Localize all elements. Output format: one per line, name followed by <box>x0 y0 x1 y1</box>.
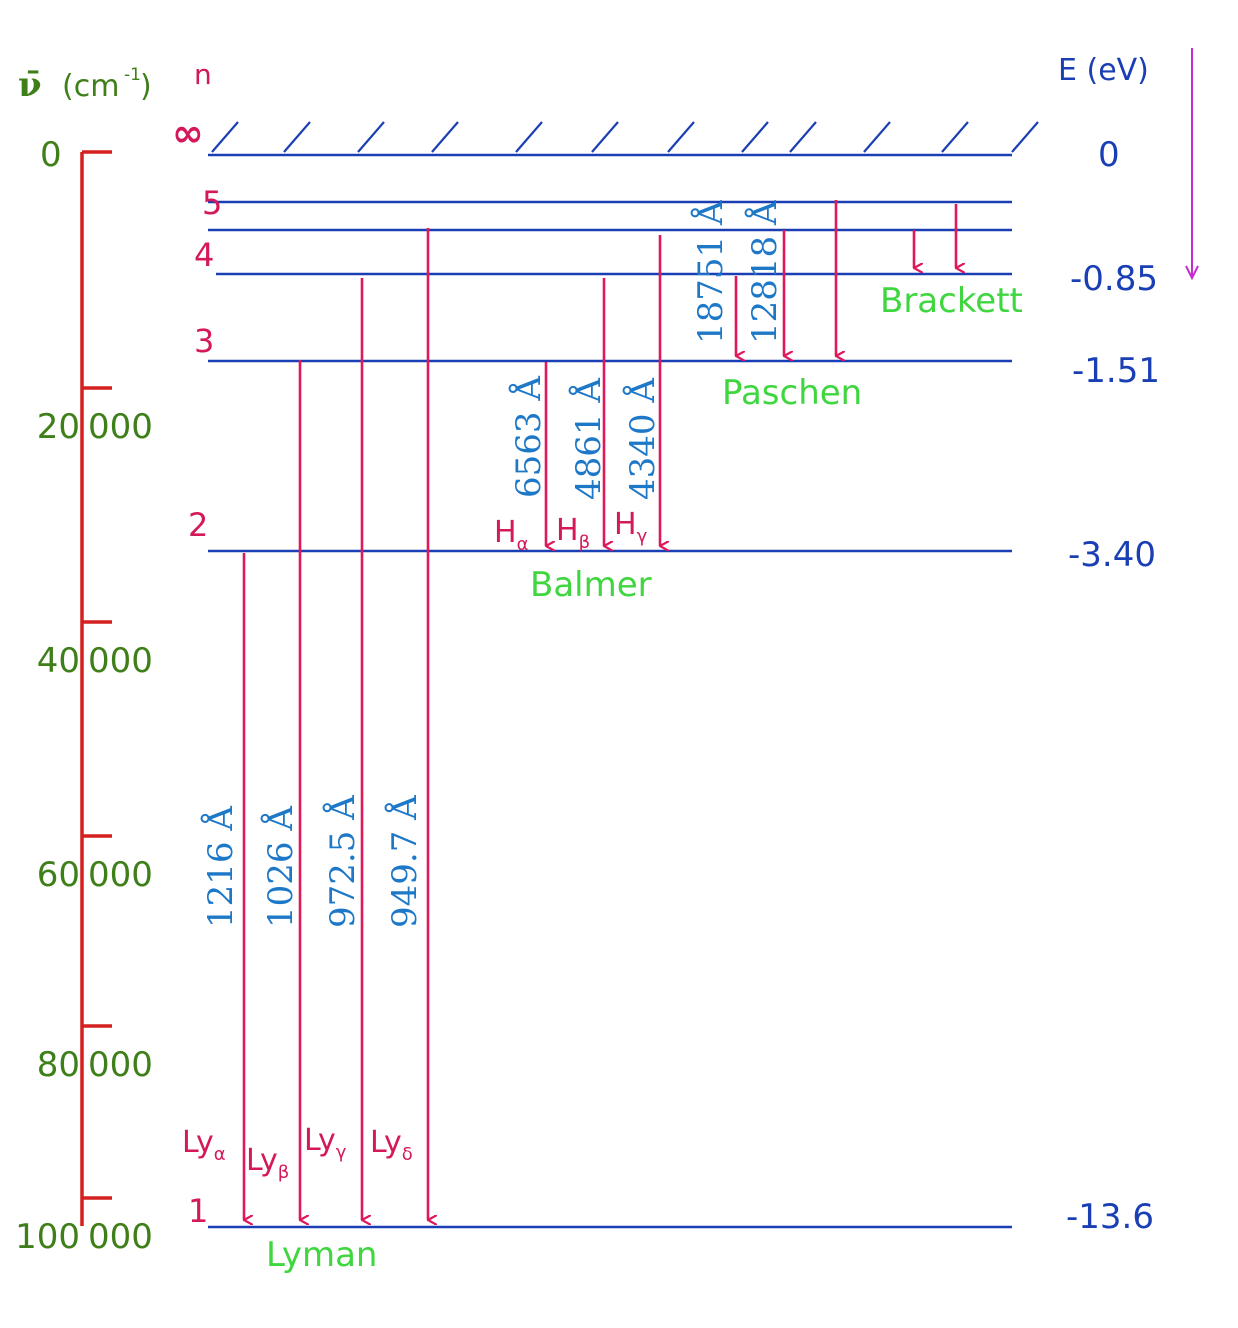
energy-header: E (eV) <box>1058 53 1149 88</box>
hatch-mark <box>357 121 385 153</box>
paschen-wavelength-label: 12818 Å <box>744 200 785 344</box>
lyman-wavelength-label: 949.7 Å <box>384 795 425 928</box>
wavenumber-tick-label: 80 <box>37 1045 80 1085</box>
hatch-mark <box>941 121 969 153</box>
series-lyman-label: Lyman <box>266 1235 377 1275</box>
lyman-line-name: Lyδ <box>370 1125 413 1165</box>
hatch-mark <box>211 121 239 153</box>
quantum-number-label: 3 <box>194 322 214 360</box>
hatch-mark <box>591 121 619 153</box>
wavenumber-tick-label: 000 <box>88 1045 153 1085</box>
quantum-number-label: 2 <box>188 506 208 544</box>
lyman-line-name: Lyα <box>182 1125 226 1165</box>
balmer-line-name: Hγ <box>614 507 648 547</box>
wavenumber-tick-label: 0 <box>40 135 62 175</box>
hatch-mark <box>515 121 543 153</box>
wavenumber-tick-label: 100 <box>15 1217 80 1257</box>
wavenumber-tick-label: 20 <box>37 407 80 447</box>
n-header: n <box>194 58 212 91</box>
energy-value-label: 0 <box>1098 135 1120 175</box>
hatch-mark <box>741 121 769 153</box>
series-balmer-label: Balmer <box>530 565 652 605</box>
wavenumber-header-symbol: ν̄ <box>18 65 42 105</box>
balmer-wavelength-label: 4861 Å <box>568 378 609 500</box>
lyman-wavelength-label: 1216 Å <box>200 806 241 928</box>
wavenumber-tick-label: 000 <box>88 855 153 895</box>
balmer-line-name: Hα <box>494 515 528 555</box>
balmer-wavelength-label: 4340 Å <box>622 378 663 500</box>
quantum-number-label: 1 <box>188 1192 208 1230</box>
wavenumber-header-unit: (cm <box>62 69 119 104</box>
energy-value-label: -3.40 <box>1068 535 1156 575</box>
wavenumber-tick-label: 40 <box>37 641 80 681</box>
balmer-line-name: Hβ <box>556 513 590 553</box>
quantum-number-label: ∞ <box>172 111 204 155</box>
hatch-mark <box>667 121 695 153</box>
lyman-line-name: Lyβ <box>246 1143 289 1183</box>
wavenumber-tick-label: 000 <box>88 641 153 681</box>
energy-value-label: -13.6 <box>1066 1197 1154 1237</box>
wavenumber-header-close: ) <box>140 69 152 104</box>
transitions <box>242 200 956 1220</box>
ionization-hatch <box>211 121 1039 153</box>
energy-direction-arrowhead <box>1185 265 1199 281</box>
lyman-line-name: Lyγ <box>304 1123 347 1163</box>
hatch-mark <box>283 121 311 153</box>
quantum-number-label: 4 <box>194 236 214 274</box>
hatch-mark <box>789 121 817 153</box>
energy-value-label: -1.51 <box>1072 351 1160 391</box>
lyman-wavelength-label: 1026 Å <box>260 806 301 928</box>
energy-value-label: -0.85 <box>1070 259 1158 299</box>
quantum-number-label: 5 <box>202 184 222 222</box>
series-paschen-label: Paschen <box>722 373 862 413</box>
balmer-wavelength-label: 6563 Å <box>508 376 549 498</box>
series-brackett-label: Brackett <box>880 281 1023 321</box>
wavenumber-tick-label: 000 <box>88 407 153 447</box>
wavenumber-header-exp: -1 <box>124 65 141 85</box>
wavenumber-tick-label: 000 <box>88 1217 153 1257</box>
hatch-mark <box>1011 121 1039 153</box>
wavenumber-tick-label: 60 <box>37 855 80 895</box>
hatch-mark <box>863 121 891 153</box>
hatch-mark <box>431 121 459 153</box>
lyman-wavelength-label: 972.5 Å <box>322 795 363 928</box>
paschen-wavelength-label: 18751 Å <box>690 200 731 344</box>
energy-levels: ∞ 0 5 4 -0.85 3 -1.51 2 -3.40 1 -13.6 <box>172 111 1160 1237</box>
